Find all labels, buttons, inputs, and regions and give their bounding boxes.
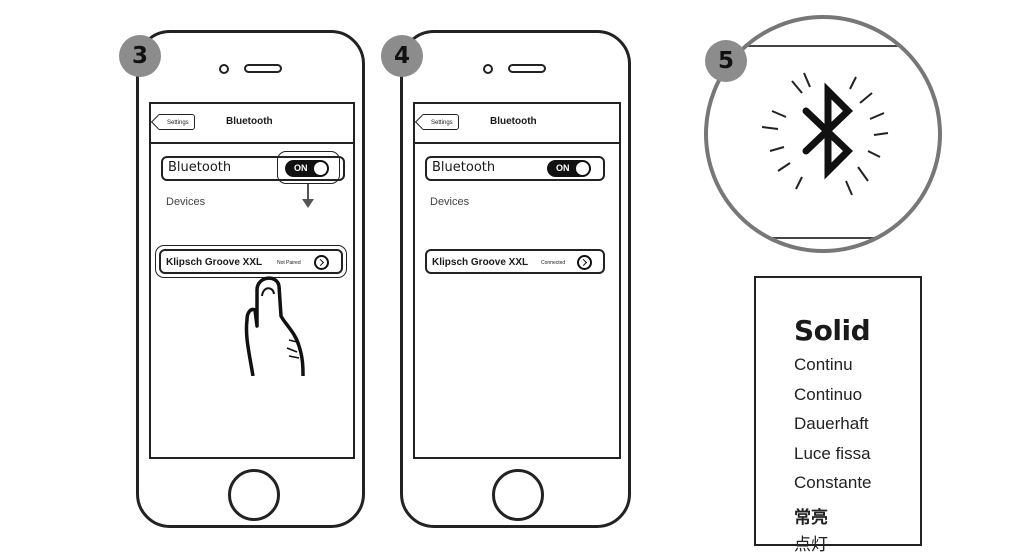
finger-tap-icon xyxy=(244,276,305,376)
toggle-label: ON xyxy=(556,163,570,173)
bluetooth-row: Bluetooth ON xyxy=(425,156,605,181)
bluetooth-label: Bluetooth xyxy=(168,160,232,175)
step-badge-4: 4 xyxy=(381,35,423,77)
home-button[interactable] xyxy=(492,469,544,521)
nav-title: Bluetooth xyxy=(490,116,537,127)
settings-back-button[interactable]: Settings xyxy=(421,114,459,130)
navigation-bar: Settings Bluetooth xyxy=(415,104,619,144)
device-row-klipsch[interactable]: Klipsch Groove XXL Connected xyxy=(425,249,605,274)
legend-item: Constante xyxy=(794,473,872,492)
speaker-edge-top xyxy=(708,45,938,47)
bluetooth-icon xyxy=(761,72,889,196)
toggle-label: ON xyxy=(294,163,308,173)
toggle-highlight xyxy=(277,151,340,184)
bluetooth-toggle[interactable]: ON xyxy=(547,160,591,177)
toggle-knob xyxy=(313,161,328,176)
legend-item: Luce fissa xyxy=(794,444,871,463)
device-highlight xyxy=(155,245,347,278)
legend-item: Continu xyxy=(794,355,853,374)
devices-section-label: Devices xyxy=(430,196,470,208)
nav-title: Bluetooth xyxy=(226,116,273,127)
navigation-bar: Settings Bluetooth xyxy=(151,104,353,144)
chevron-right-icon[interactable] xyxy=(577,255,592,270)
legend-title: Solid xyxy=(794,314,871,347)
settings-back-button[interactable]: Settings xyxy=(157,114,195,130)
arrow-down-icon xyxy=(302,184,314,208)
bluetooth-row: Bluetooth ON xyxy=(161,156,345,181)
legend-item: Continuo xyxy=(794,385,863,404)
phone-step-4: Settings Bluetooth Bluetooth ON Devices … xyxy=(400,30,631,528)
device-name: Klipsch Groove XXL xyxy=(166,257,263,268)
speaker xyxy=(244,64,282,73)
home-button[interactable] xyxy=(228,469,280,521)
device-name: Klipsch Groove XXL xyxy=(432,257,529,268)
speaker-led-closeup xyxy=(704,15,942,253)
led-state-legend: Solid Continu Continuo Dauerhaft Luce fi… xyxy=(754,276,922,555)
phone-step-3: Settings Bluetooth Bluetooth ON Devices … xyxy=(136,30,365,528)
toggle-knob xyxy=(575,161,590,176)
device-status: Not Paired xyxy=(277,260,301,266)
device-row-klipsch[interactable]: Klipsch Groove XXL Not Paired xyxy=(159,249,343,274)
speaker-edge-bottom xyxy=(708,237,938,239)
legend-item: 常亮 xyxy=(794,508,828,528)
step-badge-3: 3 xyxy=(119,35,161,77)
legend-item: Dauerhaft xyxy=(794,414,869,433)
speaker xyxy=(508,64,546,73)
step-badge-5: 5 xyxy=(705,40,747,82)
bluetooth-label: Bluetooth xyxy=(432,160,496,175)
device-status: Connected xyxy=(541,260,566,266)
front-camera xyxy=(483,64,493,74)
screen: Settings Bluetooth Bluetooth ON Devices … xyxy=(413,102,621,459)
chevron-right-icon[interactable] xyxy=(314,255,329,270)
bluetooth-toggle[interactable]: ON xyxy=(285,160,329,177)
screen: Settings Bluetooth Bluetooth ON Devices … xyxy=(149,102,355,459)
devices-section-label: Devices xyxy=(166,196,206,208)
front-camera xyxy=(219,64,229,74)
legend-item: 点灯 xyxy=(794,535,828,555)
